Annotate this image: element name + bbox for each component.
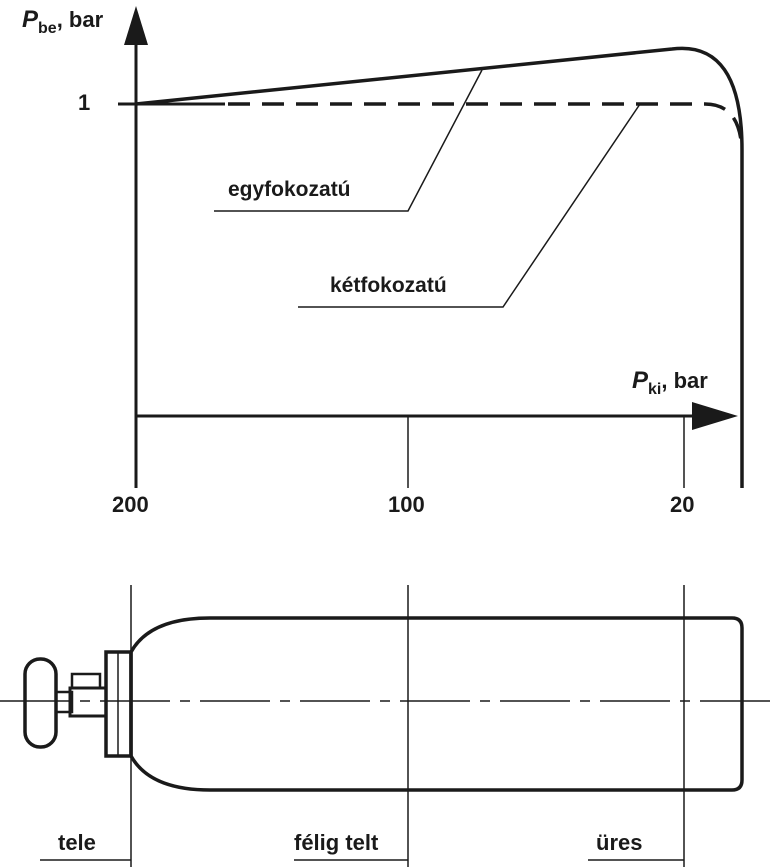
y-axis-subscript: be — [38, 20, 57, 37]
x-axis-subscript: ki — [648, 381, 661, 398]
valve-outlet — [70, 672, 102, 690]
two-stage-curve — [228, 102, 743, 141]
single-stage-curve — [135, 46, 744, 488]
y-axis-unit: , bar — [57, 7, 104, 32]
x-axis-arrowhead — [692, 402, 738, 430]
state-label-half: félig telt — [294, 830, 379, 855]
valve-body — [68, 686, 108, 718]
y-tick-label-1: 1 — [78, 90, 90, 115]
leader-line-two-stage — [298, 103, 641, 308]
y-axis-symbol: P — [22, 6, 39, 33]
label-two-stage: kétfokozatú — [330, 274, 447, 297]
label-single-stage: egyfokozatú — [228, 178, 351, 201]
cylinder-body — [129, 616, 744, 792]
leader-line-single-stage — [214, 69, 483, 212]
y-axis-arrowhead — [124, 6, 148, 45]
state-label-empty: üres — [596, 830, 642, 855]
x-tick-label-100: 100 — [388, 492, 425, 517]
x-tick-label-20: 20 — [670, 492, 694, 517]
x-tick-label-200: 200 — [112, 492, 149, 517]
x-axis-title: Pki, bar — [632, 367, 708, 398]
valve-handwheel-icon — [23, 657, 58, 749]
x-axis-unit: , bar — [661, 368, 708, 393]
state-label-full: tele — [58, 830, 96, 855]
y-axis-title: Pbe, bar — [22, 6, 104, 37]
x-axis-symbol: P — [632, 367, 649, 394]
